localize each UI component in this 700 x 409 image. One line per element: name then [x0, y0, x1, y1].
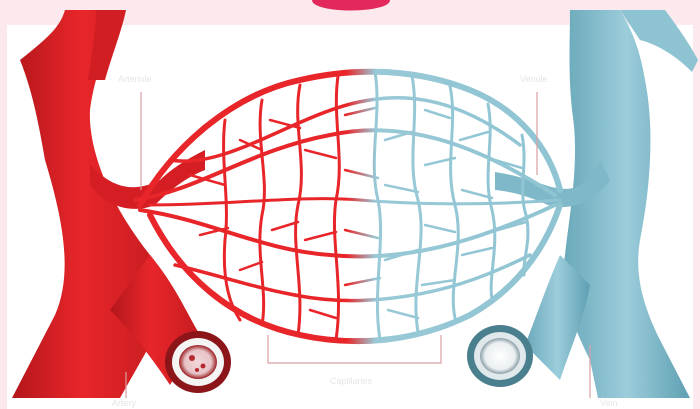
label-vein: Vein — [600, 398, 618, 408]
top-tab — [312, 0, 390, 11]
label-capillaries: Capillaries — [330, 376, 373, 386]
label-artery: Artery — [112, 398, 137, 408]
label-arteriole: Arteriole — [118, 74, 152, 84]
artery-cross-section — [165, 331, 231, 393]
label-venule: Venule — [520, 74, 548, 84]
vein-cross-section — [467, 325, 533, 387]
